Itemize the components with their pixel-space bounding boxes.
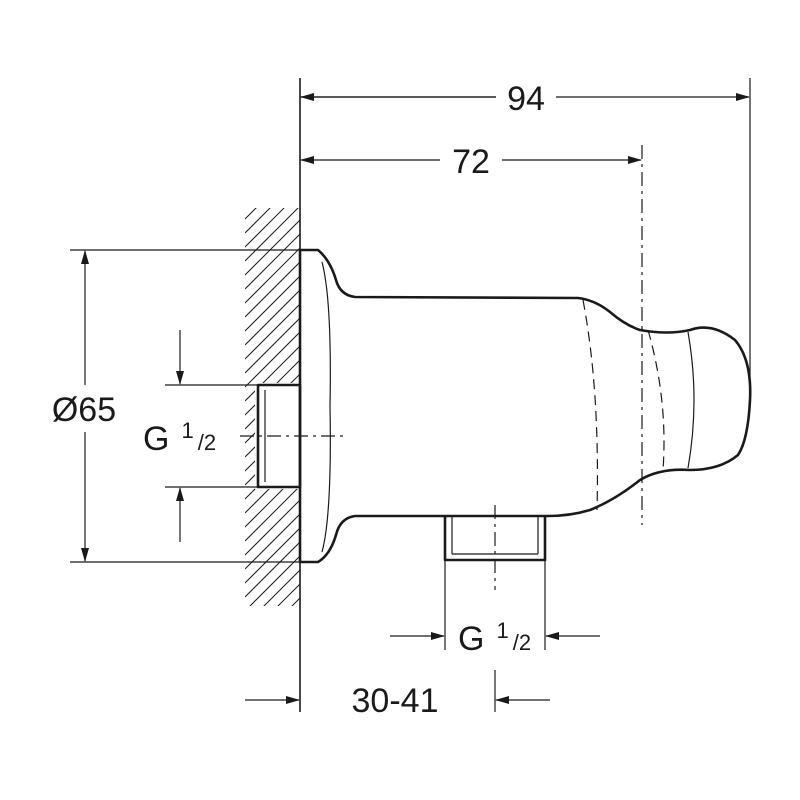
hatch-line: [245, 612, 300, 667]
hatch-line: [245, 640, 300, 695]
dimension-diameter-65: Ø65: [52, 249, 300, 563]
hatch-line: [245, 261, 300, 318]
hatch-line: [249, 555, 300, 606]
hatch-line: [245, 513, 300, 570]
hatch-line: [245, 303, 300, 360]
hatch-line: [245, 233, 300, 290]
dimension-94: 94: [300, 80, 750, 118]
hatch-line: [245, 150, 300, 205]
dimension-diameter-label: Ø65: [52, 391, 116, 429]
hatch-line: [245, 654, 300, 709]
hatch-line: [245, 317, 300, 374]
hatch-line: [245, 219, 300, 276]
hatch-line: [245, 208, 299, 262]
dimension-30-41: 30-41: [245, 670, 550, 720]
hatch-line: [277, 583, 300, 606]
hatch-line: [245, 499, 300, 556]
hatch-line: [245, 527, 300, 584]
dimension-72-label: 72: [452, 143, 490, 181]
dimension-94-label: 94: [507, 80, 545, 118]
hatch-line: [263, 569, 300, 606]
dimension-72: 72: [300, 143, 642, 181]
wall-outlet-body: [240, 248, 752, 590]
hatch-line: [245, 208, 271, 234]
outlet-thread-label: G 1 /2: [458, 618, 531, 658]
hatch-line: [245, 247, 300, 304]
dimension-outlet-thread: G 1 /2: [390, 560, 600, 658]
hatch-line: [245, 626, 300, 681]
hatch-line: [245, 289, 300, 346]
hatch-line: [245, 345, 300, 402]
wall-thread-label: G 1 /2: [143, 418, 216, 458]
hatch-line: [245, 208, 285, 248]
hatch-line: [245, 485, 300, 542]
hatch-line: [245, 541, 300, 598]
hatch-line: [245, 275, 300, 332]
hatch-line: [245, 208, 257, 220]
dimension-wall-thread: G 1 /2: [143, 330, 260, 542]
hatch-line: [245, 331, 300, 388]
projection-range-label: 30-41: [352, 682, 439, 720]
hatch-line: [291, 597, 300, 606]
